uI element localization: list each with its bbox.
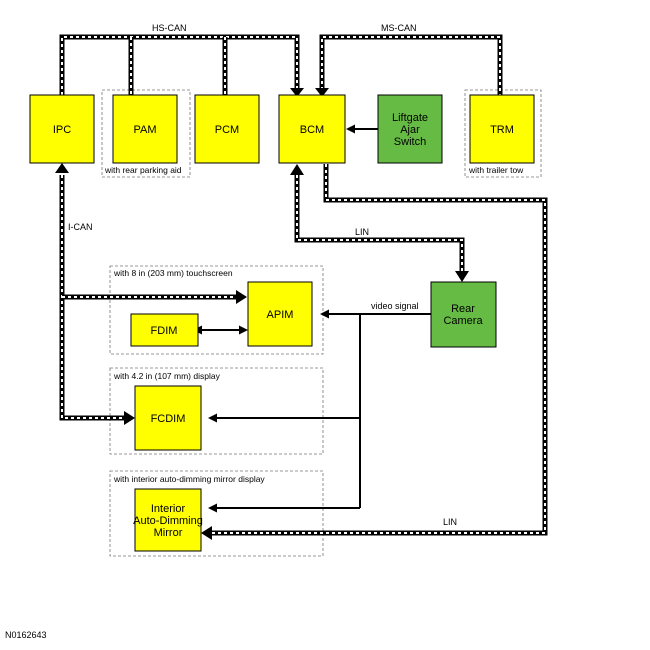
i-can-arrow-ipc — [55, 163, 69, 173]
module-label: APIM — [267, 309, 294, 321]
module-label: FDIM — [151, 325, 178, 337]
group-caption-mirror: with interior auto-dimming mirror displa… — [113, 474, 265, 484]
hs-can-bus — [59, 34, 300, 95]
module-pam: PAM — [112, 94, 178, 164]
module-label-line: Auto-Dimming — [133, 515, 203, 527]
module-label: FCDIM — [151, 413, 186, 425]
module-label-line: Ajar — [400, 124, 420, 136]
module-fcdim: FCDIM — [134, 385, 202, 451]
module-label-line: Liftgate — [392, 112, 428, 124]
module-ipc: IPC — [29, 94, 95, 164]
group-box-trm — [464, 89, 542, 178]
group-caption-trm: with trailer tow — [468, 165, 524, 175]
module-pcm: PCM — [194, 94, 260, 164]
module-label: IPC — [53, 124, 71, 136]
module-fdim: FDIM — [130, 313, 199, 347]
module-trm: TRM — [469, 94, 535, 164]
lin-camera-bus — [294, 175, 465, 272]
group-box-display — [109, 367, 324, 455]
module-label: PCM — [215, 124, 239, 136]
group-caption-pam: with rear parking aid — [104, 165, 182, 175]
lin-arrow-camera — [455, 271, 469, 282]
module-bcm: BCM — [278, 94, 346, 164]
hs-can-label: HS-CAN — [152, 23, 187, 33]
hs-can-arrow-bcm — [290, 88, 304, 97]
module-label-line: Mirror — [154, 527, 183, 539]
module-label-line: PCM — [215, 124, 239, 136]
i-can-arrow-apim — [236, 290, 247, 304]
lin-arrow-bcm — [290, 164, 304, 175]
group-caption-display: with 4.2 in (107 mm) display — [113, 371, 221, 381]
group-box-pam — [101, 89, 191, 178]
module-label-line: TRM — [490, 124, 514, 136]
video-signal-label: video signal — [371, 301, 419, 311]
reference-code: N0162643 — [5, 630, 47, 640]
module-label-line: Interior — [151, 503, 186, 515]
module-label-line: Switch — [394, 136, 426, 148]
video-signal-wires — [208, 309, 431, 513]
module-label-line: PAM — [133, 124, 156, 136]
lin-arrow-mirror — [201, 526, 212, 540]
i-can-bus — [59, 175, 238, 421]
module-label-line: BCM — [300, 124, 324, 136]
module-label-line: Camera — [443, 315, 483, 327]
module-label-line: FDIM — [151, 325, 178, 337]
lin-mirror-bus — [210, 164, 548, 536]
ms-can-label: MS-CAN — [381, 23, 417, 33]
i-can-label: I-CAN — [68, 222, 93, 232]
module-label: TRM — [490, 124, 514, 136]
ms-can-bus — [319, 34, 503, 95]
lin-mirror-label: LIN — [443, 517, 457, 527]
module-label: BCM — [300, 124, 324, 136]
module-label: PAM — [133, 124, 156, 136]
ms-can-arrow-bcm — [315, 88, 329, 97]
lin-camera-label: LIN — [355, 227, 369, 237]
module-label-line: Rear — [451, 303, 475, 315]
module-label-line: APIM — [267, 309, 294, 321]
group-box-mirror — [109, 470, 324, 557]
module-apim: APIM — [247, 281, 313, 347]
group-caption-touchscreen: with 8 in (203 mm) touchscreen — [113, 268, 233, 278]
module-label-line: IPC — [53, 124, 71, 136]
i-can-arrow-fcdim — [124, 411, 135, 425]
module-label-line: FCDIM — [151, 413, 186, 425]
